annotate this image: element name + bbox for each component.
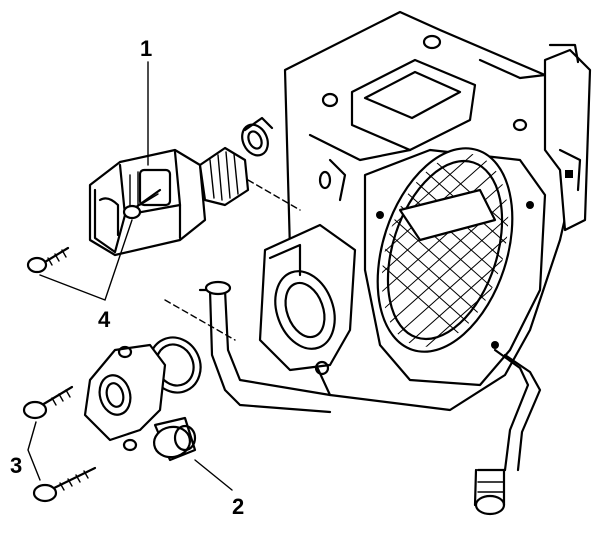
coolant-fitting-and-gasket [83,299,236,462]
leader-lines [27,61,233,491]
fitting-bolts [22,385,97,503]
callout-3: 3 [10,453,22,478]
callout-2: 2 [232,494,244,519]
coolant-outlet-pipe [473,348,542,516]
iac-mounting-screws [26,188,162,274]
idle-air-control-valve [88,116,301,257]
callout-1: 1 [140,36,152,61]
bore-mesh-screen [358,136,532,364]
throttle-body [198,10,592,414]
callout-4: 4 [98,307,111,332]
